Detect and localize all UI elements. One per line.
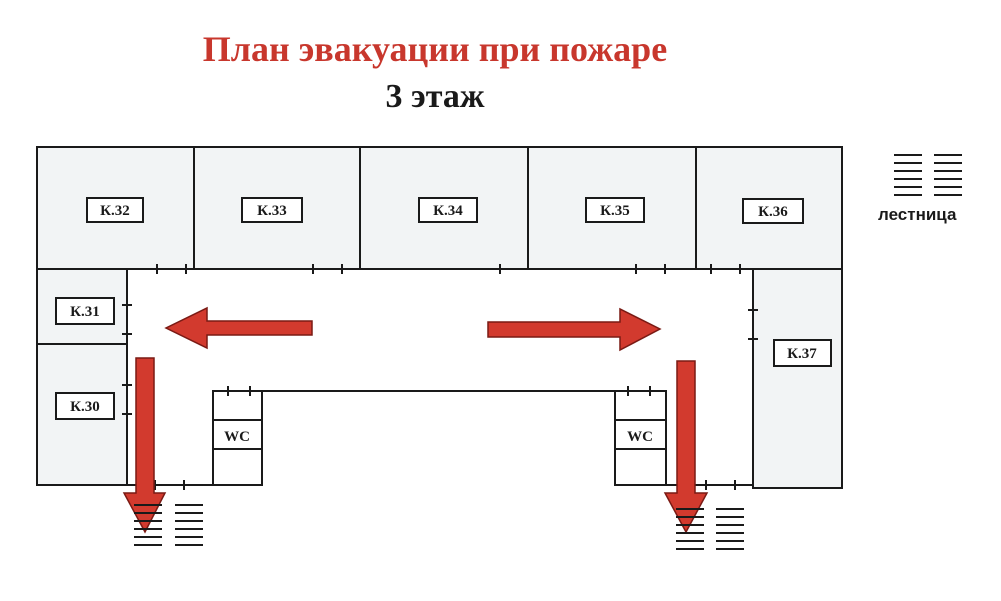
floor-subtitle: 3 этаж — [385, 78, 485, 115]
wc-right-label: WC — [627, 429, 653, 445]
plan-title: План эвакуации при пожаре — [202, 29, 668, 69]
room-k37: К.37 — [752, 268, 843, 489]
legend-label: лестница — [878, 205, 957, 224]
room-k30-label: К.30 — [70, 399, 100, 415]
legend-staircase-icon — [894, 154, 962, 196]
room-k35-label: К.35 — [600, 203, 630, 219]
room-k34-label: К.34 — [433, 203, 463, 219]
room-k33-label: К.33 — [257, 203, 287, 219]
room-k30: К.30 — [36, 343, 128, 486]
room-k31-label: К.31 — [70, 304, 100, 320]
evacuation-arrow-right — [487, 307, 662, 352]
room-k35: К.35 — [527, 146, 697, 270]
room-k32: К.32 — [36, 146, 195, 270]
wc-left: WC — [212, 390, 263, 486]
wc-right: WC — [614, 390, 667, 486]
evacuation-arrow-down-right — [663, 360, 709, 534]
room-k36-label: К.36 — [758, 204, 788, 220]
room-k36: К.36 — [695, 146, 843, 270]
room-k32-label: К.32 — [100, 203, 130, 219]
door-marks — [122, 264, 758, 490]
evacuation-arrow-left — [164, 306, 313, 350]
room-k34: К.34 — [359, 146, 529, 270]
room-k31: К.31 — [36, 268, 128, 345]
room-k37-label: К.37 — [787, 346, 817, 362]
staircase-icon — [134, 504, 203, 546]
wc-left-label: WC — [224, 429, 250, 445]
room-k33: К.33 — [193, 146, 361, 270]
staircase-icon — [676, 508, 744, 550]
